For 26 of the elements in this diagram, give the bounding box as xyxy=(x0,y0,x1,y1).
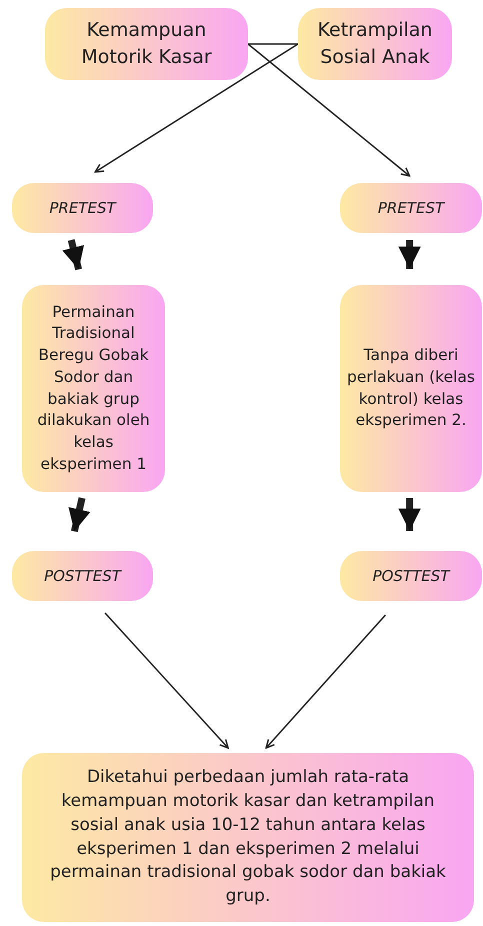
node-label: POSTTEST xyxy=(372,566,450,586)
node-label: Tanpa diberi perlakuan (kelas kontrol) kelas eksperimen 2. xyxy=(346,345,476,432)
node-label: Kemampuan Motorik Kasar xyxy=(80,18,213,70)
process-box xyxy=(12,551,153,601)
arrow xyxy=(104,612,229,749)
process-box xyxy=(340,551,482,601)
process-box xyxy=(298,8,452,80)
node-label: POSTTEST xyxy=(44,566,121,586)
arrow xyxy=(68,497,90,532)
arrow xyxy=(62,239,84,270)
process-box xyxy=(22,753,474,922)
process-box xyxy=(12,183,153,233)
process-box xyxy=(340,285,482,492)
process-box xyxy=(22,285,165,492)
process-box xyxy=(340,183,482,233)
node-label: PRETEST xyxy=(378,198,444,218)
arrow xyxy=(94,43,298,173)
arrow xyxy=(398,498,421,531)
process-box xyxy=(45,8,248,80)
arrow xyxy=(265,614,386,749)
node-label: Permainan Tradisional Beregu Gobak Sodor dan bakiak grup dilakukan oleh kelas eksperimen 1 xyxy=(36,302,151,475)
arrow xyxy=(248,43,410,177)
node-label: Ketrampilan Sosial Anak xyxy=(316,18,434,70)
node-label: Diketahui perbedaan jumlah rata-rata kemampuan motorik kasar dan ketrampilan sosial anak usia 10-12 tahun antara kelas eksperimen 1 dan eksperimen 2 melalui permainan tradisional gobak sodor dan bakiak grup. xyxy=(49,766,447,908)
arrow xyxy=(398,240,421,269)
node-label: PRETEST xyxy=(49,198,116,218)
